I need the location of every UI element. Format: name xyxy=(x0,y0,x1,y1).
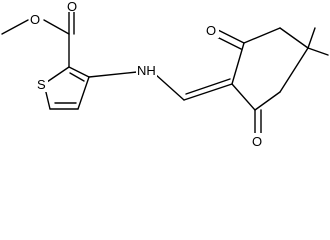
bond-c4-c3 xyxy=(254,91,281,111)
bond-methyl-o xyxy=(1,19,29,35)
structure-diagram: O O S NH O O xyxy=(1,0,329,149)
bond-c1-c6 xyxy=(243,27,281,44)
bond-methyl-b xyxy=(307,47,329,56)
bond-c2-c1 xyxy=(231,42,245,85)
bond-c3-n xyxy=(88,71,138,78)
bond-ch-c-double-2 xyxy=(185,78,231,95)
atom-o-methoxy: O xyxy=(30,12,40,27)
bond-ketone-top-double-2 xyxy=(214,35,242,50)
bond-c3-c2 xyxy=(68,66,90,78)
bond-c4-c3 xyxy=(77,76,90,110)
bonds xyxy=(1,11,329,134)
bond-c5-c4 xyxy=(279,47,309,93)
bond-n-ch xyxy=(154,73,185,101)
bond-c2-s xyxy=(43,66,70,85)
atom-s-thiophene: S xyxy=(37,77,46,92)
bond-methyl-a xyxy=(307,27,316,49)
atom-o-ketone-bottom: O xyxy=(252,134,262,149)
bond-c3-c2 xyxy=(231,83,256,111)
bond-o-carbonyl-carbon xyxy=(43,19,70,35)
bond-ketone-top-double-1 xyxy=(217,29,245,44)
bond-c6-c5 xyxy=(279,27,309,49)
atom-nh: NH xyxy=(137,63,156,78)
bond-ch-c-double-1 xyxy=(183,83,233,101)
atom-o-ketone-top: O xyxy=(206,23,216,38)
atom-labels: O O S NH O O xyxy=(29,0,265,149)
bond-c3-c2-inner xyxy=(69,72,85,82)
atom-o-carbonyl-ester: O xyxy=(67,0,77,14)
